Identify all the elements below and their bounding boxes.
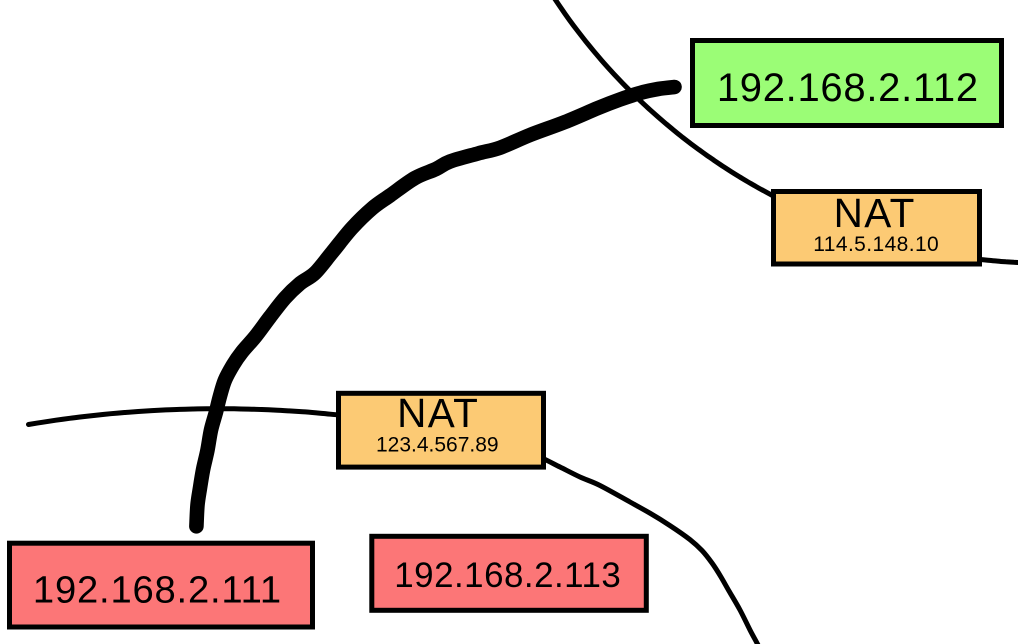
svg-text:123.4.567.89: 123.4.567.89 [376, 434, 499, 457]
svg-text:NAT: NAT [397, 390, 479, 436]
svg-text:NAT: NAT [834, 190, 916, 236]
svg-text:114.5.148.10: 114.5.148.10 [813, 233, 939, 256]
svg-text:192.168.2.112: 192.168.2.112 [717, 66, 979, 110]
svg-text:192.168.2.113: 192.168.2.113 [394, 556, 621, 595]
svg-text:192.168.2.111: 192.168.2.111 [33, 569, 282, 612]
